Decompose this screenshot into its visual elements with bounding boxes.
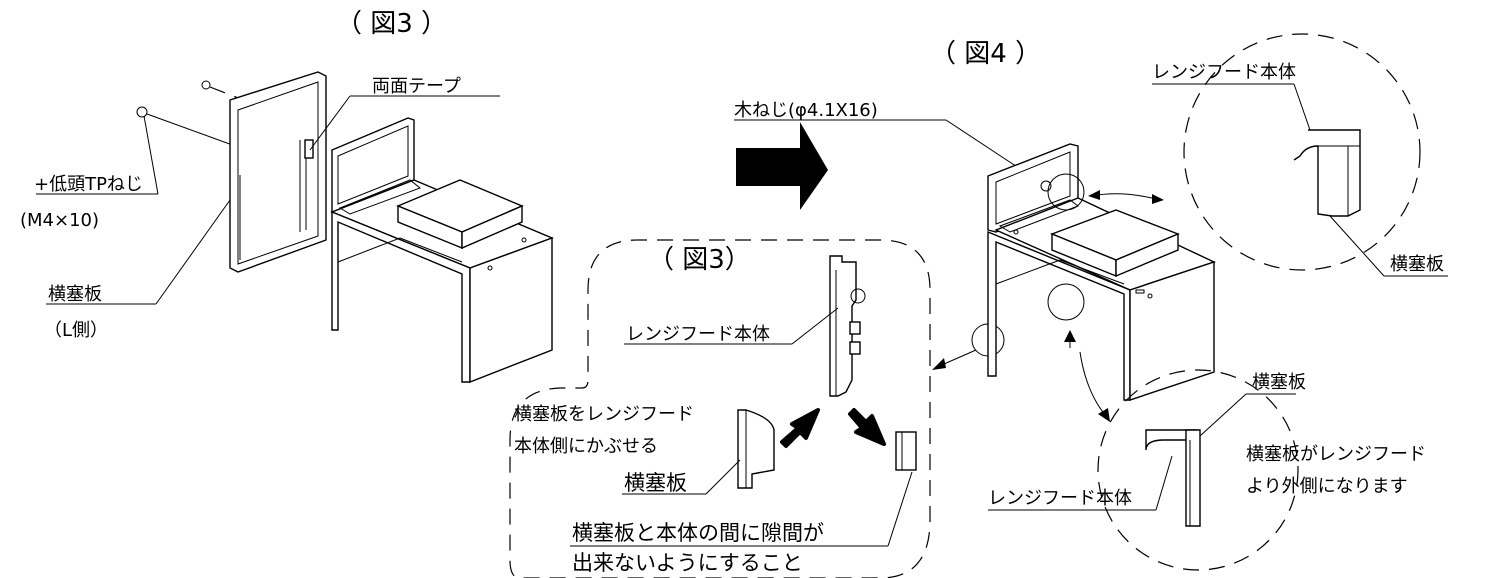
assembled-profile — [895, 431, 917, 471]
plate-label-detail: 横塞板 — [624, 471, 687, 495]
note-line1: 横塞板と本体の間に隙間が — [572, 521, 824, 545]
screw-label: +低頭TPねじ — [34, 174, 143, 195]
note4-line1: 横塞板がレンジフード — [1246, 444, 1426, 465]
hood-label-top: レンジフード本体 — [1152, 62, 1296, 83]
figure4-title: （ 図4 ） — [930, 39, 1041, 69]
instruction-line1: 横塞板をレンジフード — [514, 404, 694, 425]
side-plate-L — [229, 71, 327, 273]
plate-label-bottom: 横塞板 — [1252, 372, 1306, 393]
hood-plate-detail-top — [1293, 129, 1361, 217]
hood-plate-detail-bottom — [1145, 429, 1201, 527]
hood-profile-detail — [829, 255, 866, 397]
detail-circle-top — [1183, 33, 1421, 271]
note-line2: 出来ないようにすること — [572, 551, 803, 575]
detail3-title: （ 図3） — [648, 245, 751, 275]
detail-circle-bottom — [1097, 369, 1299, 571]
hood-label-bottom: レンジフード本体 — [988, 488, 1132, 509]
plate-side-label: （L側） — [44, 320, 108, 341]
plate-label-top: 横塞板 — [1390, 254, 1444, 275]
detail-boundary — [509, 239, 931, 578]
plate-label-fig3: 横塞板 — [48, 284, 102, 305]
arrow-up-right-icon — [780, 408, 820, 448]
wood-screw-label: 木ねじ(φ4.1X16) — [734, 100, 878, 121]
screw-size-label: (M4×10) — [20, 210, 99, 231]
hood-label-detail: レンジフード本体 — [626, 324, 770, 345]
note4-line2: より外側になります — [1246, 476, 1408, 497]
tape-label: 両面テープ — [372, 76, 461, 97]
figure3-title: （ 図3 ） — [336, 9, 447, 39]
instruction-line2: 本体側にかぶせる — [514, 436, 658, 457]
hood-body-fig3 — [330, 117, 554, 384]
arrow-down-right-icon — [848, 408, 886, 446]
hood-body-fig4 — [987, 143, 1216, 401]
arrow-right-icon — [736, 122, 828, 210]
plate-profile-left — [737, 409, 775, 489]
